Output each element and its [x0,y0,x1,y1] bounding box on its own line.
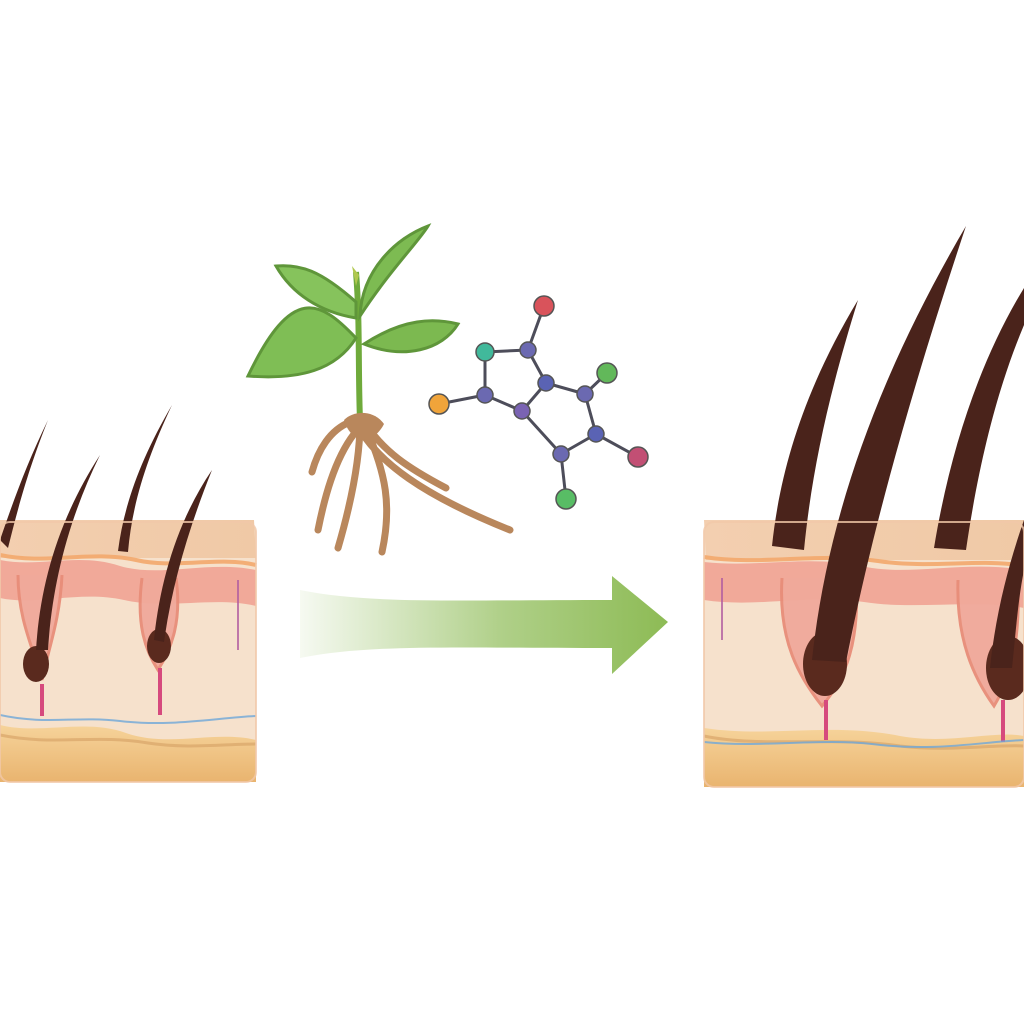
before-bulb-2 [147,629,171,663]
after-hair-1 [772,300,858,550]
molecule-node-teal [475,342,495,362]
after-hair-3 [934,288,1024,550]
before-fat-texture-line [0,733,257,748]
before-hair-3 [118,405,172,552]
molecule-node-red-top [533,295,555,317]
molecule-node [519,341,537,359]
after-skin-panel [703,226,1024,788]
molecule-node-green-bottom [555,488,577,510]
after-nerve-line [703,739,1024,749]
plant-bud [352,266,359,286]
before-bulb-1 [23,646,49,682]
after-panel-outline [703,521,1024,788]
before-skin-panel [0,405,257,783]
before-nerve-line [0,714,257,725]
plant-root-crown [344,412,384,440]
molecule-node [476,386,494,404]
after-hair-4 [990,520,1024,668]
molecule-node [552,445,570,463]
plant-right-leaf [360,319,461,354]
molecule-node [576,385,594,403]
plant-roots [308,418,514,556]
plant-with-roots-icon [245,223,514,556]
before-hair-4 [154,470,212,642]
after-hair-2 [812,226,966,662]
molecule-node [513,402,531,420]
plant-stem [353,271,363,421]
molecule-node-magenta [627,446,649,468]
molecule-node [587,425,605,443]
before-hair-1 [0,420,48,548]
molecule-node-green-right [596,362,618,384]
plant-top-leaf [358,223,432,322]
after-surface-line [703,555,1024,568]
molecule-node [537,374,555,392]
before-hair-2 [36,455,100,650]
before-panel-outline [0,521,257,783]
molecule-node-orange [428,393,450,415]
molecule-icon [428,295,649,510]
plant-left-leaf-upper [273,264,358,320]
before-dermis-band [0,560,256,606]
progress-arrow-icon [300,576,668,674]
after-fat-layer [704,728,1024,787]
before-surface-line [0,553,257,567]
green-arrow [300,576,668,674]
plant-left-leaf-lower [245,306,358,379]
